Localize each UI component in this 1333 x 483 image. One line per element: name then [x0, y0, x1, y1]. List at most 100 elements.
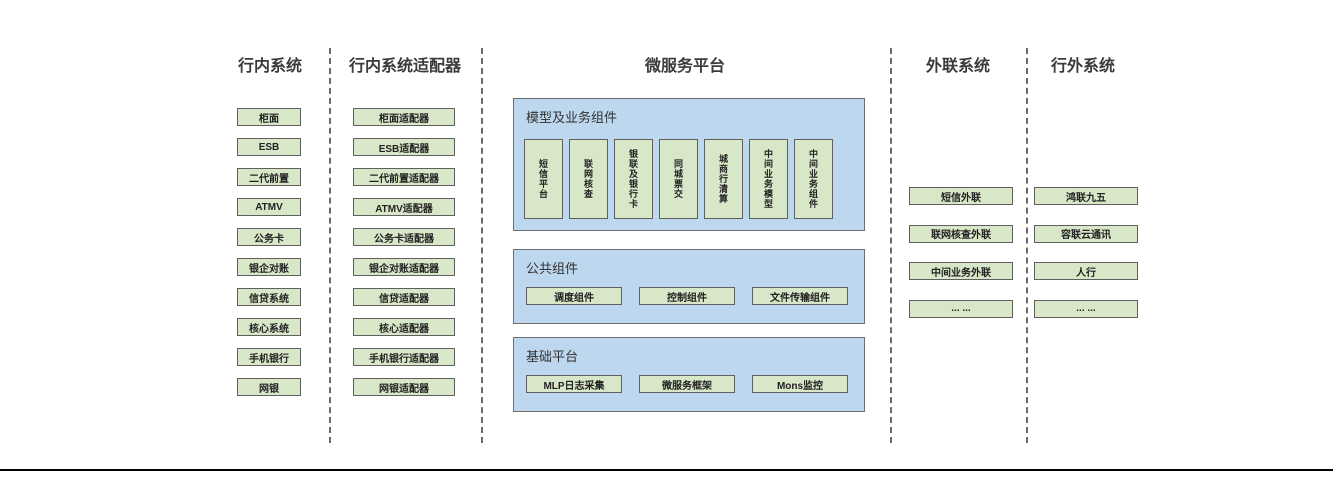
component-pillar-box: 联网核查 [569, 139, 608, 219]
component-pillar-box: 中间业务组件 [794, 139, 833, 219]
outside-system-box-label: 鸿联九五 [1066, 192, 1106, 204]
external-link-box: 联网核查外联 [909, 224, 1013, 243]
component-pillar-label: 联网核查 [583, 159, 593, 199]
component-pillar-box: 银联及银行卡 [614, 139, 653, 219]
component-box-label: 文件传输组件 [770, 292, 830, 304]
adapter-box-label: 核心适配器 [379, 323, 429, 335]
system-box-label: ESB [258, 141, 280, 153]
component-box-label: 微服务框架 [662, 380, 712, 392]
outside-system-box-label: ... ... [1076, 303, 1096, 314]
outside-system-box: 鸿联九五 [1034, 187, 1138, 205]
component-box-label: MLP日志采集 [543, 380, 605, 392]
base-platform-list: MLP日志采集 微服务框架 Mons监控 [526, 375, 848, 393]
system-box: 二代前置 [237, 168, 301, 186]
adapter-box: 网银适配器 [353, 378, 455, 396]
system-box: 核心系统 [237, 318, 301, 336]
bottom-border-line [0, 469, 1333, 471]
outside-system-box-label: 人行 [1076, 267, 1096, 279]
component-pillar-box: 中间业务模型 [749, 139, 788, 219]
system-box-label: 柜面 [259, 113, 279, 125]
column-divider [1026, 48, 1028, 443]
component-box: Mons监控 [752, 375, 848, 393]
column-title-internal-systems: 行内系统 [237, 58, 302, 75]
component-pillar-box: 同城票交 [659, 139, 698, 219]
adapter-box: 柜面适配器 [353, 108, 455, 126]
adapter-box: 公务卡适配器 [353, 228, 455, 246]
adapter-list: 柜面适配器 ESB适配器二代前置适配器 ATMV适配器公务卡适配器银企对账适配器信贷… [353, 108, 455, 396]
adapter-box-label: 二代前置适配器 [369, 173, 439, 185]
component-pillar-box: 城商行清算 [704, 139, 743, 219]
system-box: ESB [237, 138, 301, 156]
component-pillar-label: 中间业务组件 [808, 149, 818, 209]
system-box: ATMV [237, 198, 301, 216]
column-divider [329, 48, 331, 443]
adapter-box-label: 公务卡适配器 [374, 233, 434, 245]
component-box: 控制组件 [639, 287, 735, 305]
external-link-box: 中间业务外联 [909, 262, 1013, 280]
adapter-box: ESB适配器 [353, 138, 455, 156]
outside-system-box-label: 容联云通讯 [1061, 230, 1111, 241]
system-box-label: 网银 [259, 383, 279, 395]
system-box-label: ATMV [255, 201, 283, 213]
common-component-list: 调度组件 控制组件 文件传输组件 [526, 287, 848, 305]
adapter-box-label: ESB适配器 [378, 143, 430, 155]
system-box-label: 二代前置 [249, 173, 289, 185]
column-title-internal-adapters: 行内系统适配器 [348, 58, 461, 75]
column-divider [890, 48, 892, 443]
component-box: MLP日志采集 [526, 375, 622, 393]
adapter-box-label: 银企对账适配器 [369, 263, 439, 275]
external-link-box-label: 中间业务外联 [931, 267, 991, 279]
external-link-list: 短信外联联网核查外联中间业务外联 ... ... [909, 187, 1013, 318]
adapter-box: 银企对账适配器 [353, 258, 455, 276]
system-box: 柜面 [237, 108, 301, 126]
component-pillar-label: 同城票交 [673, 159, 683, 199]
system-box: 信贷系统 [237, 288, 301, 306]
panel-model-business-components: 模型及业务组件 短信平台 联网核查 银联及银行卡 同城票交 城商行清算 中间业务模型 中间业… [513, 98, 865, 231]
component-pillar-label: 中间业务模型 [763, 149, 773, 209]
external-link-box-label: 联网核查外联 [931, 230, 991, 241]
column-divider [481, 48, 483, 443]
adapter-box-label: 柜面适配器 [379, 113, 429, 125]
outside-systems-list: 鸿联九五容联云通讯人行 ... ... [1034, 187, 1138, 318]
system-box-label: 手机银行 [249, 353, 289, 365]
outside-system-box: 容联云通讯 [1034, 224, 1138, 243]
component-pillar-label: 银联及银行卡 [628, 149, 638, 209]
external-link-box-label: ... ... [951, 303, 971, 314]
component-box-label: 控制组件 [667, 292, 707, 304]
system-box: 银企对账 [237, 258, 301, 276]
system-box-label: 公务卡 [254, 233, 284, 245]
panel-title: 基础平台 [526, 349, 579, 364]
panel-title: 公共组件 [526, 261, 579, 276]
panel-base-platform: 基础平台 MLP日志采集 微服务框架 Mons监控 [513, 337, 865, 412]
component-pillar-box: 短信平台 [524, 139, 563, 219]
adapter-box: 核心适配器 [353, 318, 455, 336]
model-component-list: 短信平台 联网核查 银联及银行卡 同城票交 城商行清算 中间业务模型 中间业务组件 [524, 139, 833, 219]
adapter-box-label: 网银适配器 [379, 383, 429, 395]
component-pillar-label: 城商行清算 [718, 154, 728, 204]
adapter-box: 二代前置适配器 [353, 168, 455, 186]
system-box-label: 信贷系统 [249, 293, 289, 305]
panel-common-components: 公共组件 调度组件 控制组件 文件传输组件 [513, 249, 865, 324]
component-box: 调度组件 [526, 287, 622, 305]
adapter-box-label: ATMV适配器 [375, 203, 433, 215]
system-box-label: 核心系统 [249, 323, 289, 335]
component-box-label: 调度组件 [554, 292, 594, 304]
system-box-label: 银企对账 [249, 263, 289, 275]
panel-title: 模型及业务组件 [526, 110, 618, 125]
outside-system-box: ... ... [1034, 299, 1138, 318]
column-title-outside-systems: 行外系统 [1050, 58, 1115, 75]
adapter-box-label: 信贷适配器 [379, 293, 429, 305]
system-box: 网银 [237, 378, 301, 396]
external-link-box: ... ... [909, 299, 1013, 318]
external-link-box-label: 短信外联 [941, 192, 981, 204]
adapter-box-label: 手机银行适配器 [369, 353, 439, 365]
system-box: 手机银行 [237, 348, 301, 366]
column-title-microservice-platform: 微服务平台 [644, 58, 725, 75]
component-box: 文件传输组件 [752, 287, 848, 305]
column-title-external-link-systems: 外联系统 [925, 58, 990, 75]
system-box: 公务卡 [237, 228, 301, 246]
external-link-box: 短信外联 [909, 187, 1013, 205]
outside-system-box: 人行 [1034, 262, 1138, 280]
adapter-box: 信贷适配器 [353, 288, 455, 306]
